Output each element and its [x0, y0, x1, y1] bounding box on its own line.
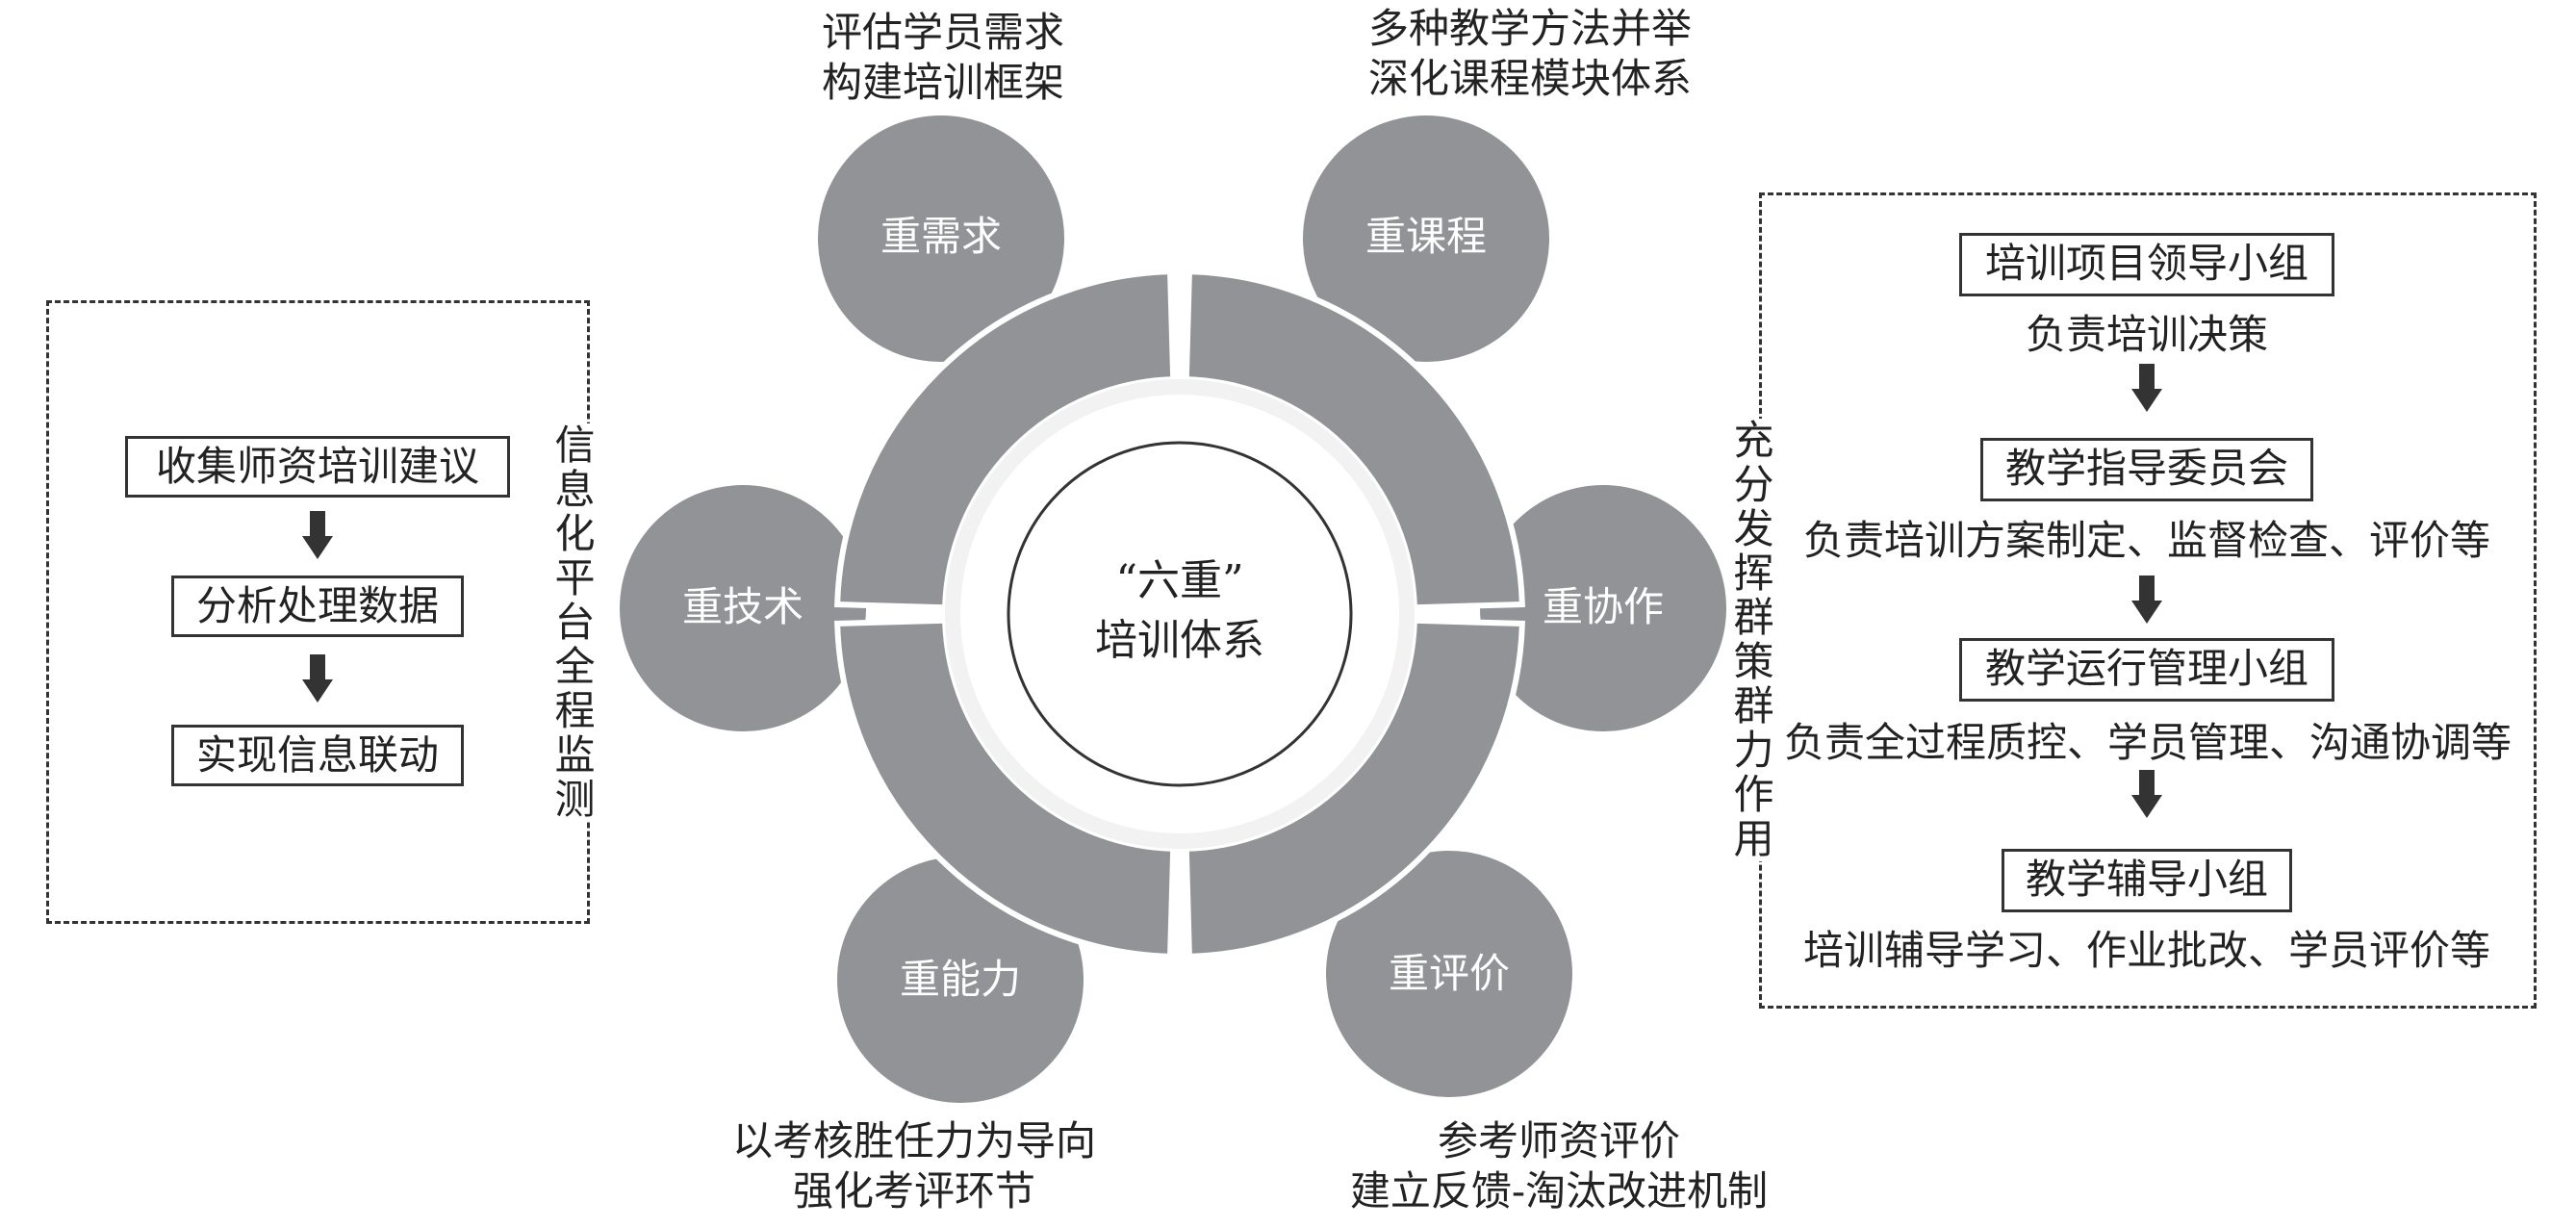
caption-demand-line2: 构建培训框架	[821, 59, 1064, 106]
unit-tutoring-duty: 培训辅导学习、作业批改、学员评价等	[1802, 927, 2490, 974]
caption-ability-line1: 以考核胜任力为导向	[731, 1117, 1096, 1164]
right-side-label: 充分发挥群策群力作用	[1727, 419, 1774, 861]
left-step-collect: 收集师资培训建议	[125, 436, 510, 498]
caption-ability: 以考核胜任力为导向 强化考评环节	[664, 1116, 1164, 1216]
caption-evaluation: 参考师资评价 建立反馈-淘汰改进机制	[1309, 1116, 1809, 1216]
center-title-line2: 培训体系	[1095, 616, 1264, 665]
right-arrow-down-3	[2131, 770, 2162, 820]
left-arrow-down-1	[302, 511, 333, 561]
caption-course: 多种教学方法并举 深化课程模块体系	[1289, 4, 1771, 104]
center-circle	[1007, 441, 1353, 787]
left-arrow-down-2	[302, 654, 333, 704]
node-circle-technology	[620, 485, 866, 731]
node-label-demand: 重需求	[880, 213, 1002, 260]
unit-leadership-group: 培训项目领导小组	[1959, 233, 2334, 296]
caption-course-line2: 深化课程模块体系	[1367, 55, 1692, 102]
center-title-line1: “六重”	[1116, 556, 1244, 605]
node-label-technology: 重技术	[682, 583, 803, 630]
caption-evaluation-line1: 参考师资评价	[1437, 1117, 1680, 1164]
unit-leadership-duty: 负责培训决策	[2025, 311, 2268, 358]
node-label-collaboration: 重协作	[1543, 583, 1664, 630]
node-circle-demand	[818, 115, 1064, 362]
node-circle-collaboration	[1480, 485, 1726, 731]
caption-course-line1: 多种教学方法并举	[1367, 5, 1692, 52]
node-circle-evaluation	[1326, 851, 1572, 1097]
node-circles	[620, 115, 1726, 1103]
right-arrow-down-2	[2131, 576, 2162, 626]
unit-operation-group: 教学运行管理小组	[1959, 638, 2334, 702]
unit-tutoring-group: 教学辅导小组	[2002, 849, 2292, 912]
caption-evaluation-line2: 建立反馈-淘汰改进机制	[1349, 1167, 1769, 1215]
node-label-ability: 重能力	[900, 956, 1021, 1003]
node-label-evaluation: 重评价	[1389, 950, 1510, 997]
left-side-label: 信息化平台全程监测	[548, 423, 596, 822]
node-label-course: 重课程	[1365, 213, 1487, 260]
unit-operation-duty: 负责全过程质控、学员管理、沟通协调等	[1783, 719, 2512, 766]
caption-ability-line2: 强化考评环节	[792, 1167, 1035, 1215]
caption-demand: 评估学员需求 构建培训框架	[731, 8, 1155, 108]
unit-committee-duty: 负责培训方案制定、监督检查、评价等	[1802, 517, 2490, 564]
left-step-link: 实现信息联动	[171, 725, 464, 786]
left-step-analyze: 分析处理数据	[171, 576, 464, 637]
right-arrow-down-1	[2131, 364, 2162, 414]
unit-teaching-committee: 教学指导委员会	[1980, 438, 2313, 501]
node-circle-course	[1303, 115, 1549, 362]
caption-demand-line1: 评估学员需求	[821, 9, 1064, 56]
